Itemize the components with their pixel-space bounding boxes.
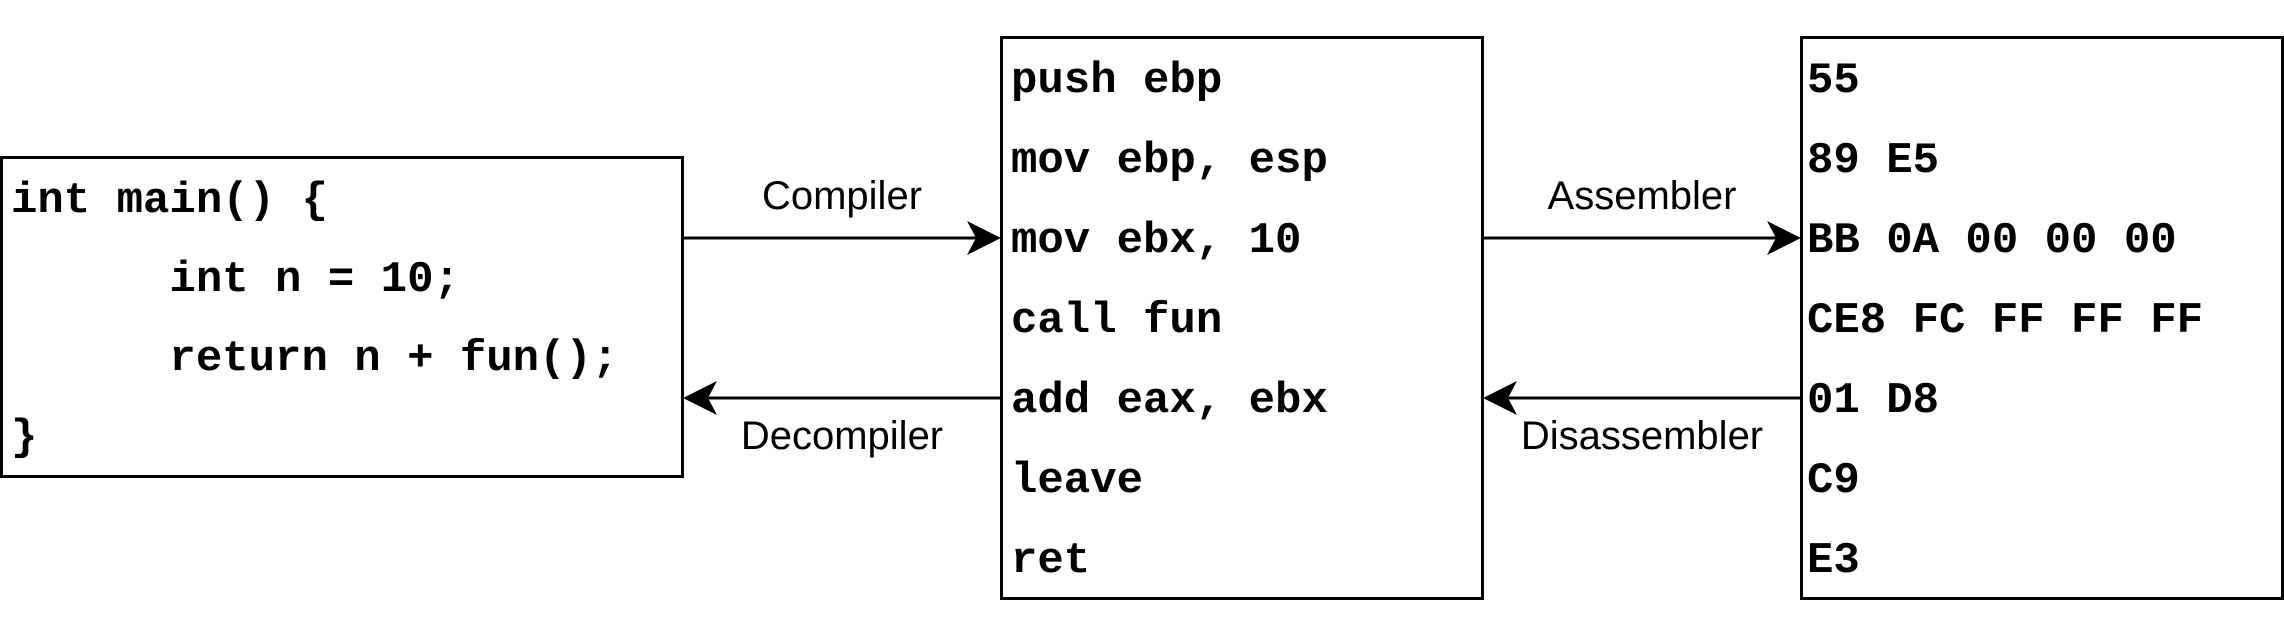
source-code-line: } xyxy=(11,413,38,463)
disassembler-label: Disassembler xyxy=(1520,414,1764,458)
source-code-line: int main() { xyxy=(11,176,328,226)
machine-code-line: 89 E5 xyxy=(1807,136,1940,186)
assembly-line: mov ebp, esp xyxy=(1011,136,1328,186)
machine-code-line: CE8 FC FF FF FF xyxy=(1807,296,2204,346)
assembly-line: push ebp xyxy=(1011,56,1223,106)
machine-code-line: BB 0A 00 00 00 xyxy=(1807,216,2177,266)
machine-code-line: E3 xyxy=(1807,536,1860,586)
decompiler-arrow xyxy=(683,381,1000,415)
machine-code-box: 55 89 E5 BB 0A 00 00 00 CE8 FC FF FF FF … xyxy=(1800,36,2284,600)
source-code-box: int main() { int n = 10; return n + fun(… xyxy=(0,156,684,478)
machine-code-line: 01 D8 xyxy=(1807,376,1940,426)
disassembler-arrow xyxy=(1483,381,1800,415)
assembly-line: leave xyxy=(1011,456,1144,506)
assembly-line: mov ebx, 10 xyxy=(1011,216,1302,266)
machine-code-line: C9 xyxy=(1807,456,1860,506)
compiler-label: Compiler xyxy=(761,174,923,218)
assembly-code-box: push ebp mov ebp, esp mov ebx, 10 call f… xyxy=(1000,36,1484,600)
machine-code-line: 55 xyxy=(1807,56,1860,106)
compiler-arrow xyxy=(684,221,1001,255)
assembly-line: ret xyxy=(1011,536,1091,586)
source-code-line: int n = 10; xyxy=(11,255,460,305)
source-code-line: return n + fun(); xyxy=(11,334,619,384)
assembler-label: Assembler xyxy=(1547,174,1737,218)
assembly-line: add eax, ebx xyxy=(1011,376,1328,426)
decompiler-label: Decompiler xyxy=(740,414,944,458)
assembly-line: call fun xyxy=(1011,296,1223,346)
assembler-arrow xyxy=(1484,221,1801,255)
